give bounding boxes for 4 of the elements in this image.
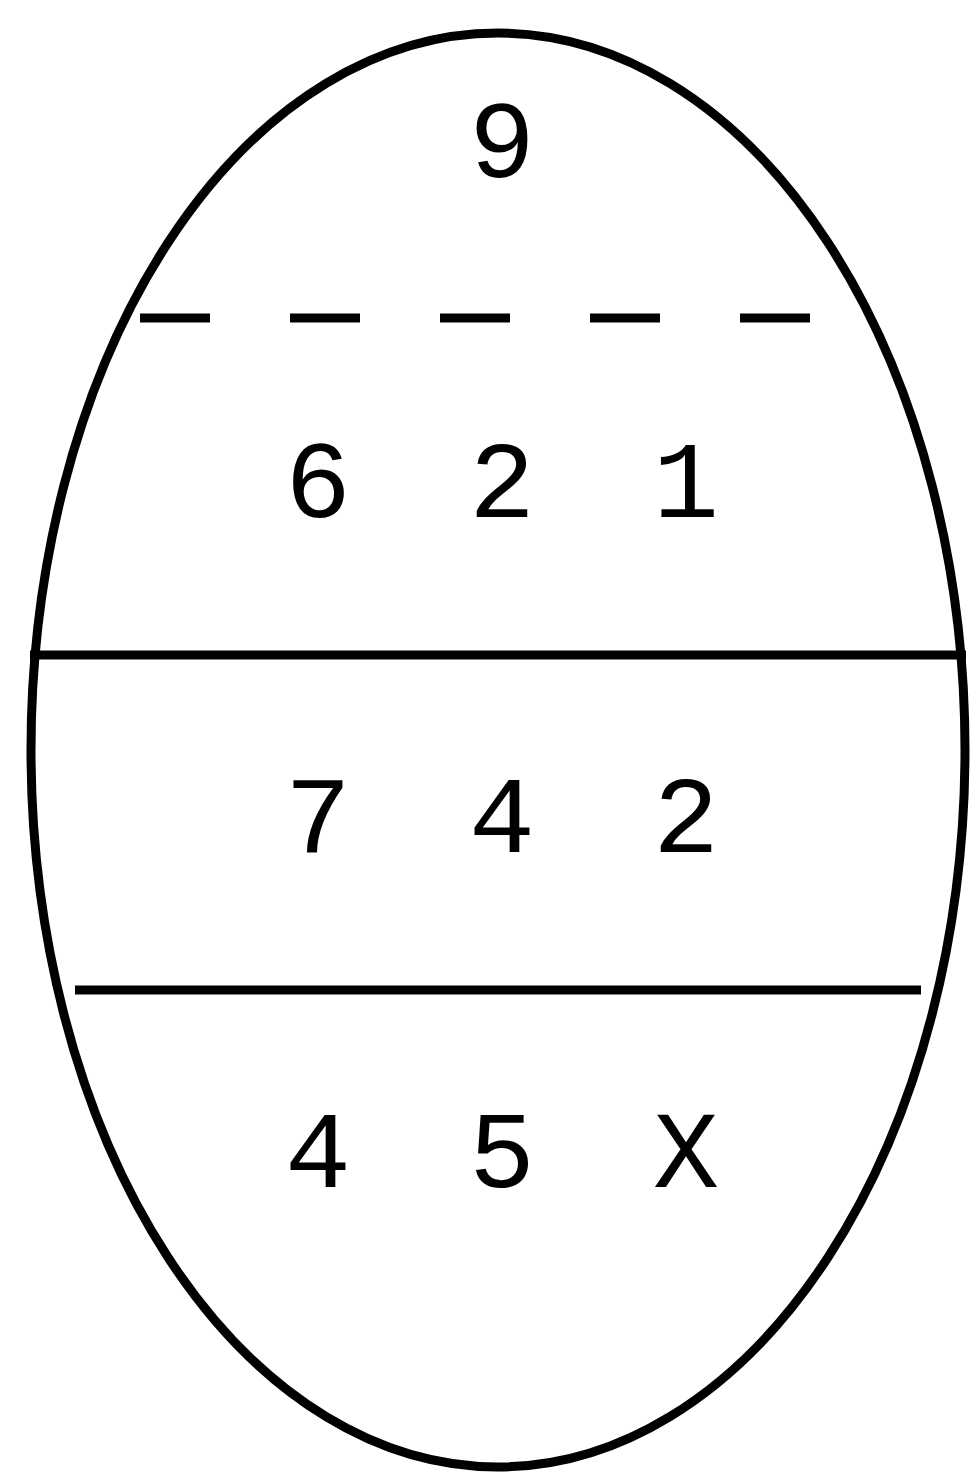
digit-row: 6 2 1 xyxy=(284,428,746,548)
digit-row: 4 5 X xyxy=(284,1098,746,1218)
digit-row: 7 4 2 xyxy=(284,763,746,883)
digit-row: 9 xyxy=(469,88,561,208)
